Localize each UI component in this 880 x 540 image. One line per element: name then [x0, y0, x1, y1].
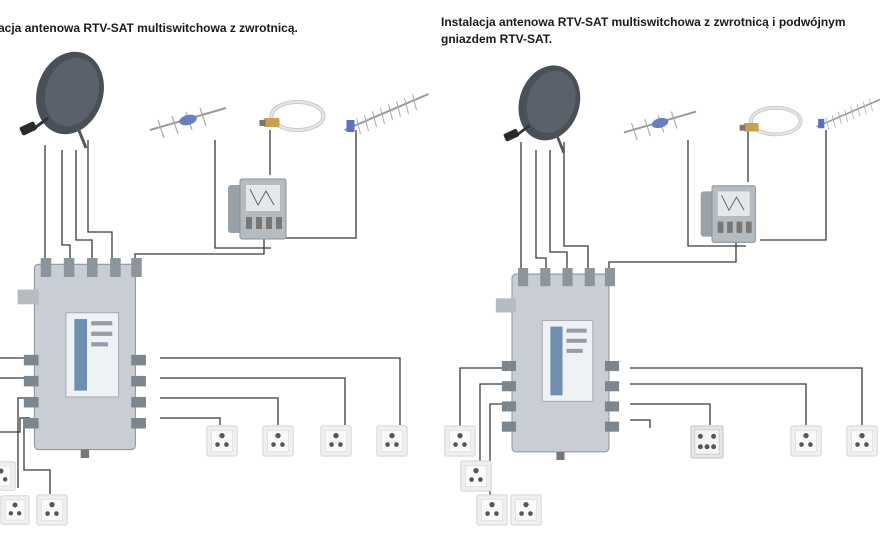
socket-single-icon [790, 425, 822, 457]
dab-ring-antenna-icon [260, 102, 324, 130]
socket-single-icon [376, 425, 408, 457]
multiswitch-icon [16, 258, 147, 458]
socket-single-icon [36, 494, 68, 526]
satellite-dish-icon [18, 48, 108, 150]
socket-single-icon [460, 460, 492, 492]
socket-single-icon [0, 461, 16, 491]
socket-single-icon [206, 425, 238, 457]
socket-single-icon [444, 425, 476, 457]
amplifier-combiner-icon [700, 185, 756, 243]
socket-double-icon [690, 425, 724, 459]
diagram-title-right-line2: gniazdem RTV-SAT. [441, 32, 553, 46]
wiring-right [459, 130, 863, 496]
diagram-title-right-line1: Instalacja antenowa RTV-SAT multiswitcho… [441, 15, 846, 29]
multiswitch-icon [495, 268, 620, 460]
socket-single-icon [476, 494, 508, 526]
socket-single-icon [262, 425, 294, 457]
dvbt-antenna-icon [815, 97, 880, 131]
fm-antenna-icon [622, 110, 698, 142]
diagram-title-left: acja antenowa RTV-SAT multiswitchowa z z… [0, 21, 298, 35]
diagram-right [444, 62, 880, 526]
socket-single-icon [510, 494, 542, 526]
socket-single-icon [0, 495, 30, 525]
dvbt-antenna-icon [343, 92, 430, 136]
amplifier-combiner-icon [228, 178, 287, 240]
dab-ring-antenna-icon [740, 108, 801, 135]
diagram-left [0, 48, 430, 526]
fm-antenna-icon [149, 107, 227, 139]
socket-single-icon [320, 425, 352, 457]
satellite-dish-icon [501, 62, 586, 155]
diagram-title-right: Instalacja antenowa RTV-SAT multiswitcho… [441, 14, 846, 48]
socket-single-icon [846, 425, 878, 457]
